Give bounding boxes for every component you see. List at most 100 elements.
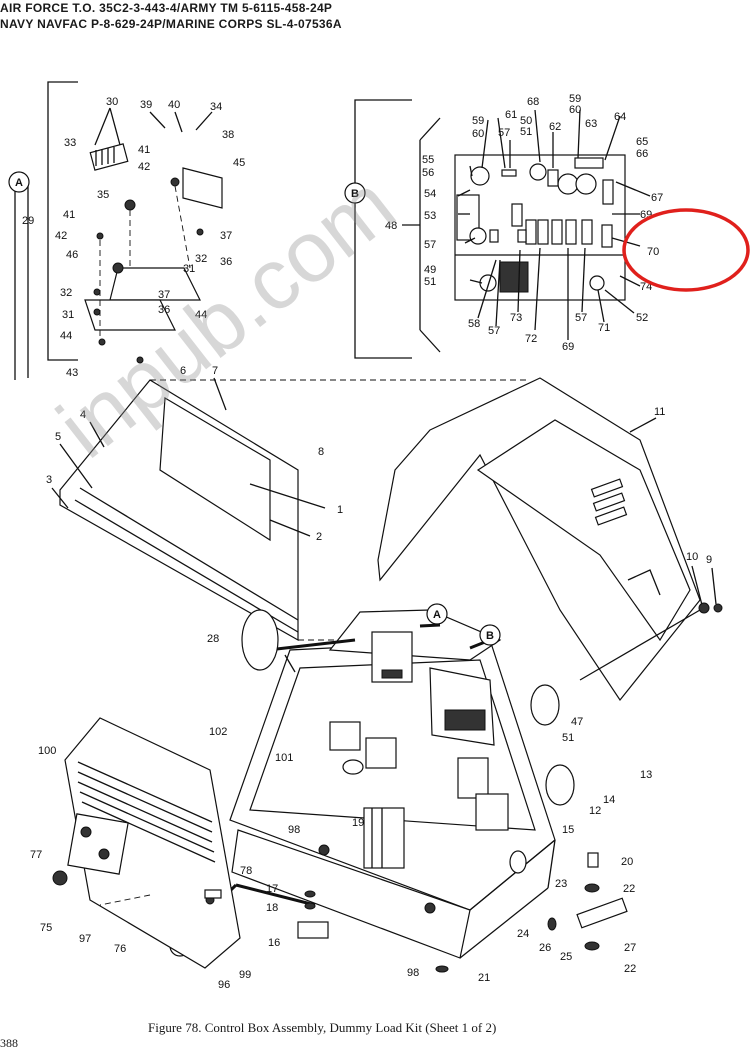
- svg-text:62: 62: [549, 121, 561, 133]
- detail-b-board: [402, 109, 651, 340]
- svg-text:28: 28: [207, 633, 219, 645]
- svg-text:20: 20: [621, 856, 633, 868]
- front-panel-labels: 6 7 4 8 5 3 1 2: [46, 365, 343, 543]
- svg-text:35: 35: [97, 189, 109, 201]
- svg-text:48: 48: [385, 220, 397, 232]
- svg-text:97: 97: [79, 933, 91, 945]
- svg-text:45: 45: [233, 157, 245, 169]
- svg-text:75: 75: [40, 922, 52, 934]
- svg-text:5: 5: [55, 431, 61, 443]
- svg-text:36: 36: [220, 256, 232, 268]
- svg-text:52: 52: [636, 312, 648, 324]
- svg-text:44: 44: [195, 309, 207, 321]
- svg-text:63: 63: [585, 118, 597, 130]
- svg-text:4: 4: [80, 409, 86, 421]
- svg-text:77: 77: [30, 849, 42, 861]
- svg-text:58: 58: [468, 318, 480, 330]
- side-panel: [52, 717, 241, 969]
- page-number: 388: [0, 1036, 18, 1050]
- svg-text:56: 56: [422, 167, 434, 179]
- svg-text:3: 3: [46, 474, 52, 486]
- svg-text:11: 11: [654, 406, 665, 418]
- detail-a-label: 29: [22, 215, 34, 227]
- svg-text:51: 51: [424, 276, 436, 288]
- svg-text:31: 31: [183, 263, 195, 275]
- svg-text:12: 12: [589, 805, 601, 817]
- highlight-ellipse: [622, 208, 750, 292]
- svg-text:41: 41: [63, 209, 75, 221]
- figure-caption: Figure 78. Control Box Assembly, Dummy L…: [148, 1020, 497, 1035]
- svg-text:42: 42: [55, 230, 67, 242]
- svg-text:61: 61: [505, 109, 517, 121]
- svg-text:44: 44: [60, 330, 72, 342]
- svg-text:100: 100: [38, 745, 56, 757]
- svg-text:19: 19: [352, 817, 364, 829]
- svg-text:15: 15: [562, 824, 574, 836]
- svg-text:59: 59: [472, 115, 484, 127]
- svg-text:60: 60: [569, 104, 581, 116]
- svg-text:10: 10: [686, 551, 698, 563]
- svg-text:17: 17: [266, 883, 278, 895]
- svg-text:26: 26: [539, 942, 551, 954]
- svg-text:57: 57: [424, 239, 436, 251]
- svg-text:9: 9: [706, 554, 712, 566]
- svg-text:66: 66: [636, 148, 648, 160]
- svg-text:30: 30: [106, 96, 118, 108]
- svg-text:43: 43: [66, 367, 78, 379]
- svg-text:A: A: [15, 177, 23, 189]
- callout-b-marker: B: [479, 624, 501, 646]
- svg-text:24: 24: [517, 928, 529, 940]
- detail-a-parts: [84, 107, 223, 364]
- svg-text:47: 47: [571, 716, 583, 728]
- svg-text:23: 23: [555, 878, 567, 890]
- svg-text:69: 69: [562, 341, 574, 353]
- svg-text:6: 6: [180, 365, 186, 377]
- svg-text:37: 37: [158, 289, 170, 301]
- cover: [377, 377, 701, 702]
- svg-text:98: 98: [407, 967, 419, 979]
- svg-text:54: 54: [424, 188, 436, 200]
- main-labels: 28 47 102 51 101 100 13 14 12 98 19 15 7…: [30, 633, 652, 991]
- svg-text:A: A: [433, 609, 441, 621]
- svg-text:51: 51: [520, 126, 532, 138]
- highlight-label: 70: [647, 246, 659, 258]
- svg-text:96: 96: [218, 979, 230, 991]
- document-header-line-1: AIR FORCE T.O. 35C2-3-443-4/ARMY TM 5-61…: [0, 1, 333, 15]
- svg-text:98: 98: [288, 824, 300, 836]
- svg-text:32: 32: [60, 287, 72, 299]
- svg-text:22: 22: [624, 963, 636, 975]
- svg-text:31: 31: [62, 309, 74, 321]
- svg-text:60: 60: [472, 128, 484, 140]
- svg-text:34: 34: [210, 101, 222, 113]
- detail-b-bracket: [354, 99, 441, 359]
- svg-text:32: 32: [195, 253, 207, 265]
- svg-text:27: 27: [624, 942, 636, 954]
- svg-text:22: 22: [623, 883, 635, 895]
- svg-text:16: 16: [268, 937, 280, 949]
- svg-text:57: 57: [488, 325, 500, 337]
- svg-text:2: 2: [316, 531, 322, 543]
- svg-text:53: 53: [424, 210, 436, 222]
- svg-text:102: 102: [209, 726, 227, 738]
- svg-text:18: 18: [266, 902, 278, 914]
- svg-text:37: 37: [220, 230, 232, 242]
- svg-text:B: B: [486, 630, 494, 642]
- detail-b-labels: 59 68 60 59 61 50 64 60 57 51 62 63 65 5…: [385, 93, 663, 353]
- svg-text:40: 40: [168, 99, 180, 111]
- svg-text:67: 67: [651, 192, 663, 204]
- cover-labels: 11 10 9: [629, 406, 723, 614]
- svg-text:42: 42: [138, 161, 150, 173]
- svg-text:21: 21: [478, 972, 490, 984]
- svg-text:55: 55: [422, 154, 434, 166]
- document-header-line-2: NAVY NAVFAC P-8-629-24P/MARINE CORPS SL-…: [0, 17, 342, 31]
- svg-text:57: 57: [498, 127, 510, 139]
- svg-text:68: 68: [527, 96, 539, 108]
- svg-text:73: 73: [510, 312, 522, 324]
- svg-text:64: 64: [614, 111, 626, 123]
- svg-text:71: 71: [598, 322, 610, 334]
- svg-text:78: 78: [240, 865, 252, 877]
- svg-text:36: 36: [158, 304, 170, 316]
- svg-text:51: 51: [562, 732, 574, 744]
- svg-text:57: 57: [575, 312, 587, 324]
